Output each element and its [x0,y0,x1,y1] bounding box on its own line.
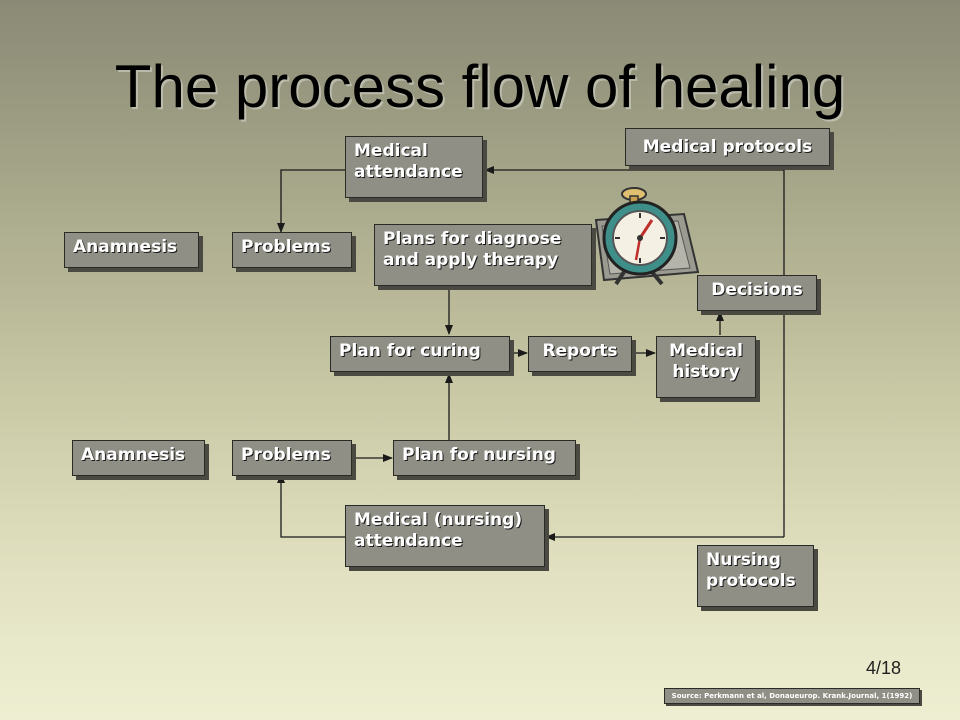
arrow-nursing-attendance-to-problems [277,473,345,538]
nursing-attendance-box: Medical (nursing) attendance [345,505,545,567]
medical-attendance-box: Medical attendance [345,136,483,198]
arrow-attendance-to-problems [277,169,345,233]
plan-nursing-box: Plan for nursing [393,440,576,476]
problems-top-box: Problems [232,232,352,268]
plans-diagnose-box: Plans for diagnose and apply therapy [374,224,592,286]
medical-protocols-box: Medical protocols [625,128,830,166]
anamnesis-top-box: Anamnesis [64,232,199,268]
alarm-clock-icon [594,187,700,286]
decisions-box: Decisions [697,275,817,311]
problems-bottom-box: Problems [232,440,352,476]
plan-curing-box: Plan for curing [330,336,510,372]
source-citation: Source: Perkmann et al, Donaueurop. Kran… [664,688,920,704]
page-number: 4/18 [866,658,902,678]
medical-history-box: Medical history [656,336,756,398]
page-title: The process flow of healing [114,53,846,120]
anamnesis-bottom-box: Anamnesis [72,440,205,476]
reports-box: Reports [528,336,632,372]
nursing-protocols-box: Nursing protocols [697,545,814,607]
